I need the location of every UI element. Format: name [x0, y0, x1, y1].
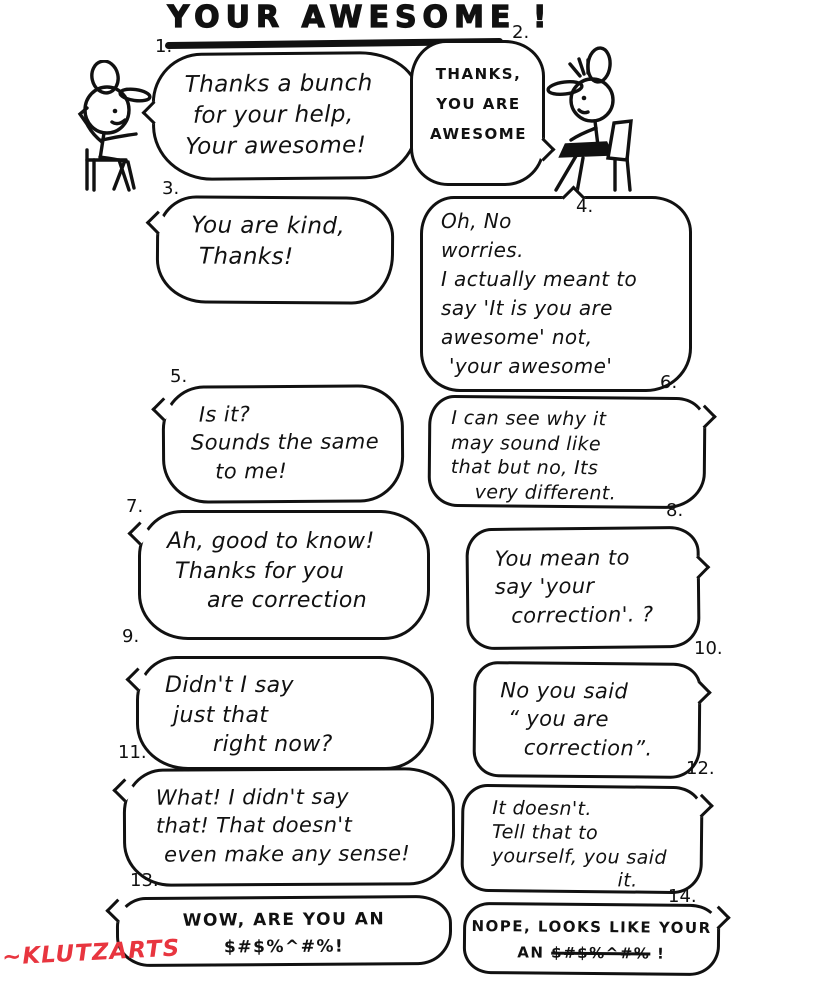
bubble-tail-icon — [151, 397, 176, 422]
speech-bubble-8: You mean to say 'your correction'. ? — [465, 525, 711, 651]
bubble-text-line: Oh, No — [441, 209, 512, 233]
speech-bubble-14: NOPE, LOOKS LIKE YOUR AN $#$%^#% ! — [462, 901, 731, 977]
speech-bubble-5: Is it? Sounds the same to me! — [151, 384, 405, 504]
bubble-text-line: Tell that to — [491, 820, 599, 844]
bubble-text-line: right now? — [213, 732, 333, 758]
bubble-text-line: yourself, you said — [491, 844, 667, 869]
bubble-text-line: No you said — [500, 678, 629, 704]
bubble-number-6: 6. — [660, 372, 678, 393]
speech-bubble-11: What! I didn't say that! That doesn't ev… — [112, 767, 456, 887]
bubble-text-line: say 'It is you are — [441, 296, 613, 320]
bubble-text-line: Thanks for you — [175, 558, 345, 584]
censored-swear-text: $#$%^#% — [551, 943, 651, 963]
speech-bubble-3: You are kind, Thanks! — [145, 195, 395, 305]
bubble-text-line: to me! — [215, 458, 288, 484]
bubble-text-line: just that — [173, 702, 269, 728]
bubble-text-line: WOW, ARE YOU AN — [182, 909, 386, 931]
bubble-number-5: 5. — [170, 366, 188, 387]
speech-bubble-9: Didn't I say just that right now? — [125, 656, 434, 770]
bubble-text-line: awesome' not, — [441, 325, 593, 349]
bubble-text-line: I can see why it — [451, 406, 607, 431]
bubble-text-line: worries. — [441, 238, 524, 262]
stick-figure-left-icon — [77, 60, 152, 192]
bubble-number-10: 10. — [694, 638, 723, 659]
bubble-text-line: Thanks! — [198, 243, 294, 271]
bubble-text-line: for your help, — [192, 101, 354, 129]
bubble-text-line: Ah, good to know! — [167, 529, 375, 554]
bubble-text-line: You are kind, — [191, 212, 346, 240]
speech-bubble-10: No you said “ you are correction”. — [472, 661, 712, 779]
bubble-tail-icon — [125, 667, 150, 692]
bubble-text-line: AN $#$%^#% ! — [470, 939, 713, 967]
bubble-text-line: Thanks a bunch — [184, 70, 373, 98]
bubble-text-line: Your awesome! — [185, 132, 367, 160]
speech-bubble-6: I can see why it may sound like that but… — [427, 394, 717, 510]
bubble-tail-icon — [127, 521, 152, 546]
left-character-figure — [62, 60, 167, 192]
bubble-text-line: What! I didn't say — [155, 784, 349, 810]
bubble-number-2: 2. — [512, 22, 530, 43]
bubble-tail-icon — [145, 210, 170, 235]
speech-bubble-4: Oh, No worries. I actually meant to say … — [420, 185, 692, 392]
speech-bubble-7: Ah, good to know! Thanks for you are cor… — [127, 510, 430, 640]
bubble-text-line: that! That doesn't — [155, 813, 353, 839]
comic-title: YOUR AWESOME ! — [167, 0, 553, 36]
bubble-text-line: Is it? — [198, 402, 251, 427]
bubble-number-13: 13. — [130, 870, 159, 891]
bubble-text-line: Sounds the same — [190, 429, 380, 455]
bubble-text-line: You mean to — [494, 545, 630, 571]
bubble-number-8: 8. — [666, 500, 684, 521]
bubble-text-line: that but no, Its — [450, 456, 599, 480]
bubble-text-line: YOU ARE — [436, 95, 521, 113]
bubble-text-line: THANKS, — [435, 65, 522, 83]
speech-bubble-2: THANKS, YOU ARE AWESOME — [410, 40, 556, 186]
right-character-figure — [536, 46, 648, 196]
bubble-number-12: 12. — [686, 758, 715, 779]
bubble-text-line: it. — [617, 869, 638, 892]
bubble-text-line: correction'. ? — [511, 601, 654, 628]
bubble-text-line: are correction — [207, 588, 368, 614]
bubble-text-fragment: ! — [650, 944, 666, 963]
bubble-text-fragment: AN — [517, 942, 552, 962]
bubble-text-line: AWESOME — [430, 125, 527, 143]
bubble-text-line: “ you are — [507, 706, 609, 732]
bubble-text-line: even make any sense! — [164, 841, 411, 867]
bubble-number-14: 14. — [668, 886, 697, 907]
bubble-number-9: 9. — [122, 626, 140, 647]
speech-bubble-12: It doesn't. Tell that to yourself, you s… — [460, 783, 714, 895]
bubble-tail-icon — [112, 778, 137, 803]
bubble-text-line: It doesn't. — [492, 797, 592, 821]
bubble-text-line: very different. — [474, 481, 617, 505]
bubble-number-4: 4. — [576, 196, 594, 217]
bubble-text-line: NOPE, LOOKS LIKE YOUR — [471, 916, 712, 938]
bubble-text-line: 'your awesome' — [449, 354, 613, 378]
bubble-text-line: may sound like — [450, 431, 602, 455]
bubble-text-line: Didn't I say — [165, 673, 294, 698]
bubble-number-1: 1. — [155, 36, 173, 57]
bubble-text-line: correction”. — [523, 735, 653, 761]
stick-figure-right-icon — [546, 46, 633, 194]
bubble-text-line: say 'your — [494, 574, 595, 600]
speech-bubble-1: Thanks a bunch for your help, Your aweso… — [141, 50, 421, 182]
bubble-text-line: I actually meant to — [441, 267, 638, 291]
bubble-number-7: 7. — [126, 496, 144, 517]
bubble-number-3: 3. — [162, 178, 180, 199]
bubble-number-11: 11. — [118, 742, 147, 763]
